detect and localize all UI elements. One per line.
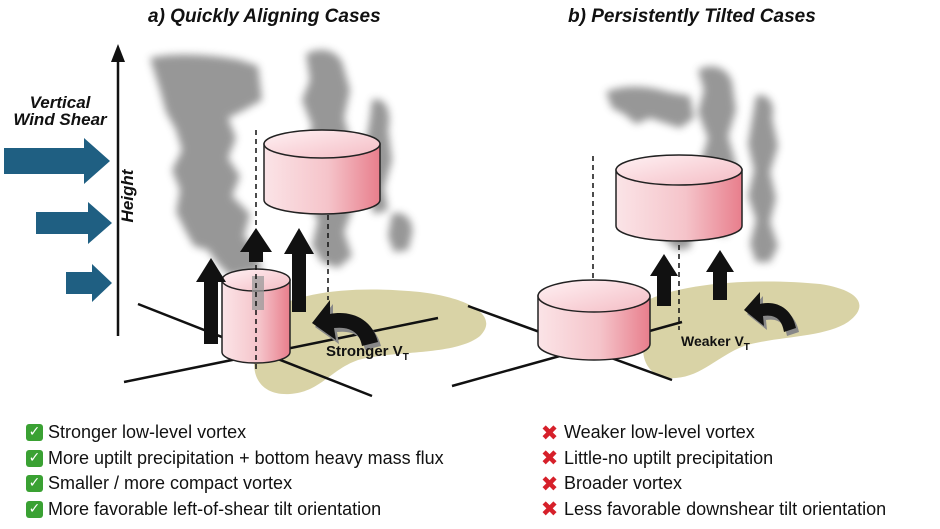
list-item-text: Less favorable downshear tilt orientatio… bbox=[564, 498, 887, 519]
shear-arrow-middle bbox=[36, 202, 112, 244]
list-item: ✖Less favorable downshear tilt orientati… bbox=[540, 497, 887, 523]
list-item-text: Weaker low-level vortex bbox=[564, 422, 755, 443]
height-axis-arrowhead bbox=[111, 44, 125, 62]
panel-b-vt-label: Weaker VT bbox=[681, 333, 750, 353]
panel-a-updraft-arrows bbox=[196, 228, 314, 344]
updraft-arrow-left bbox=[196, 258, 226, 344]
panel-a-vt-label: Stronger VT bbox=[326, 343, 409, 363]
shear-arrow-bottom bbox=[66, 264, 112, 302]
check-mark-icon: ✓ bbox=[26, 449, 43, 467]
panel-b-vt-text: Weaker V bbox=[681, 333, 744, 349]
panel-a-vt-subscript: T bbox=[402, 352, 409, 363]
panel-a-upper-vortex bbox=[263, 129, 381, 215]
panel-a-tangential-wind-arrow bbox=[312, 300, 381, 350]
panel-b-title: b) Persistently Tilted Cases bbox=[568, 6, 816, 27]
check-mark-icon: ✓ bbox=[26, 424, 43, 442]
panel-a-title: a) Quickly Aligning Cases bbox=[148, 6, 381, 27]
updraft-arrow-center bbox=[240, 228, 272, 262]
check-mark-icon: ✓ bbox=[26, 500, 43, 518]
list-item-text: Stronger low-level vortex bbox=[48, 422, 247, 443]
height-axis-label: Height bbox=[118, 169, 137, 223]
list-item: ✖Weaker low-level vortex bbox=[540, 420, 886, 446]
panel-b-tangential-wind-arrow bbox=[744, 292, 799, 336]
list-item-text: More uptilt precipitation + bottom heavy… bbox=[48, 447, 444, 468]
panel-b-upper-vortex bbox=[615, 154, 743, 242]
vertical-wind-shear-label: Vertical Wind Shear bbox=[4, 94, 116, 128]
panel-b-characteristics-list: ✖Weaker low-level vortex ✖Little-no upti… bbox=[540, 420, 887, 523]
shear-arrow-top bbox=[4, 138, 110, 184]
list-item-text: Broader vortex bbox=[564, 473, 683, 494]
shear-label-line-2: Wind Shear bbox=[13, 110, 107, 129]
panel-b-footprint bbox=[639, 281, 860, 379]
check-mark-icon: ✓ bbox=[26, 475, 43, 493]
panel-b-diagram bbox=[451, 66, 860, 388]
updraft-arrow-b-left bbox=[650, 254, 678, 306]
panel-a-diagram bbox=[4, 44, 487, 398]
list-item: ✓ More favorable left-of-shear tilt orien… bbox=[26, 497, 444, 523]
updraft-arrow-right bbox=[284, 228, 314, 312]
panel-b-vt-subscript: T bbox=[743, 341, 750, 353]
panel-a-vt-text: Stronger V bbox=[326, 343, 403, 360]
list-item: ✖Little-no uptilt precipitation bbox=[540, 446, 886, 472]
updraft-arrow-b-right bbox=[706, 250, 734, 300]
list-item: ✓ Smaller / more compact vortex bbox=[26, 471, 444, 497]
cross-mark-icon: ✖ bbox=[540, 471, 559, 496]
list-item-text: Smaller / more compact vortex bbox=[48, 473, 293, 494]
list-item: ✖Broader vortex bbox=[540, 471, 886, 497]
cross-mark-icon: ✖ bbox=[540, 420, 559, 445]
list-item-text: Little-no uptilt precipitation bbox=[564, 447, 774, 468]
panel-a-characteristics-list: ✓ Stronger low-level vortex ✓ More uptilt … bbox=[26, 420, 444, 522]
panel-b-updraft-arrows bbox=[650, 250, 734, 306]
cross-mark-icon: ✖ bbox=[540, 446, 559, 471]
list-item: ✓ More uptilt precipitation + bottom heav… bbox=[26, 446, 444, 472]
shear-arrows bbox=[4, 138, 112, 302]
panel-b-low-vortex bbox=[537, 279, 651, 361]
list-item-text: More favorable left-of-shear tilt orient… bbox=[48, 498, 382, 519]
shear-label-line-1: Vertical bbox=[29, 93, 91, 112]
cross-mark-icon: ✖ bbox=[540, 497, 559, 522]
list-item: ✓ Stronger low-level vortex bbox=[26, 420, 444, 446]
